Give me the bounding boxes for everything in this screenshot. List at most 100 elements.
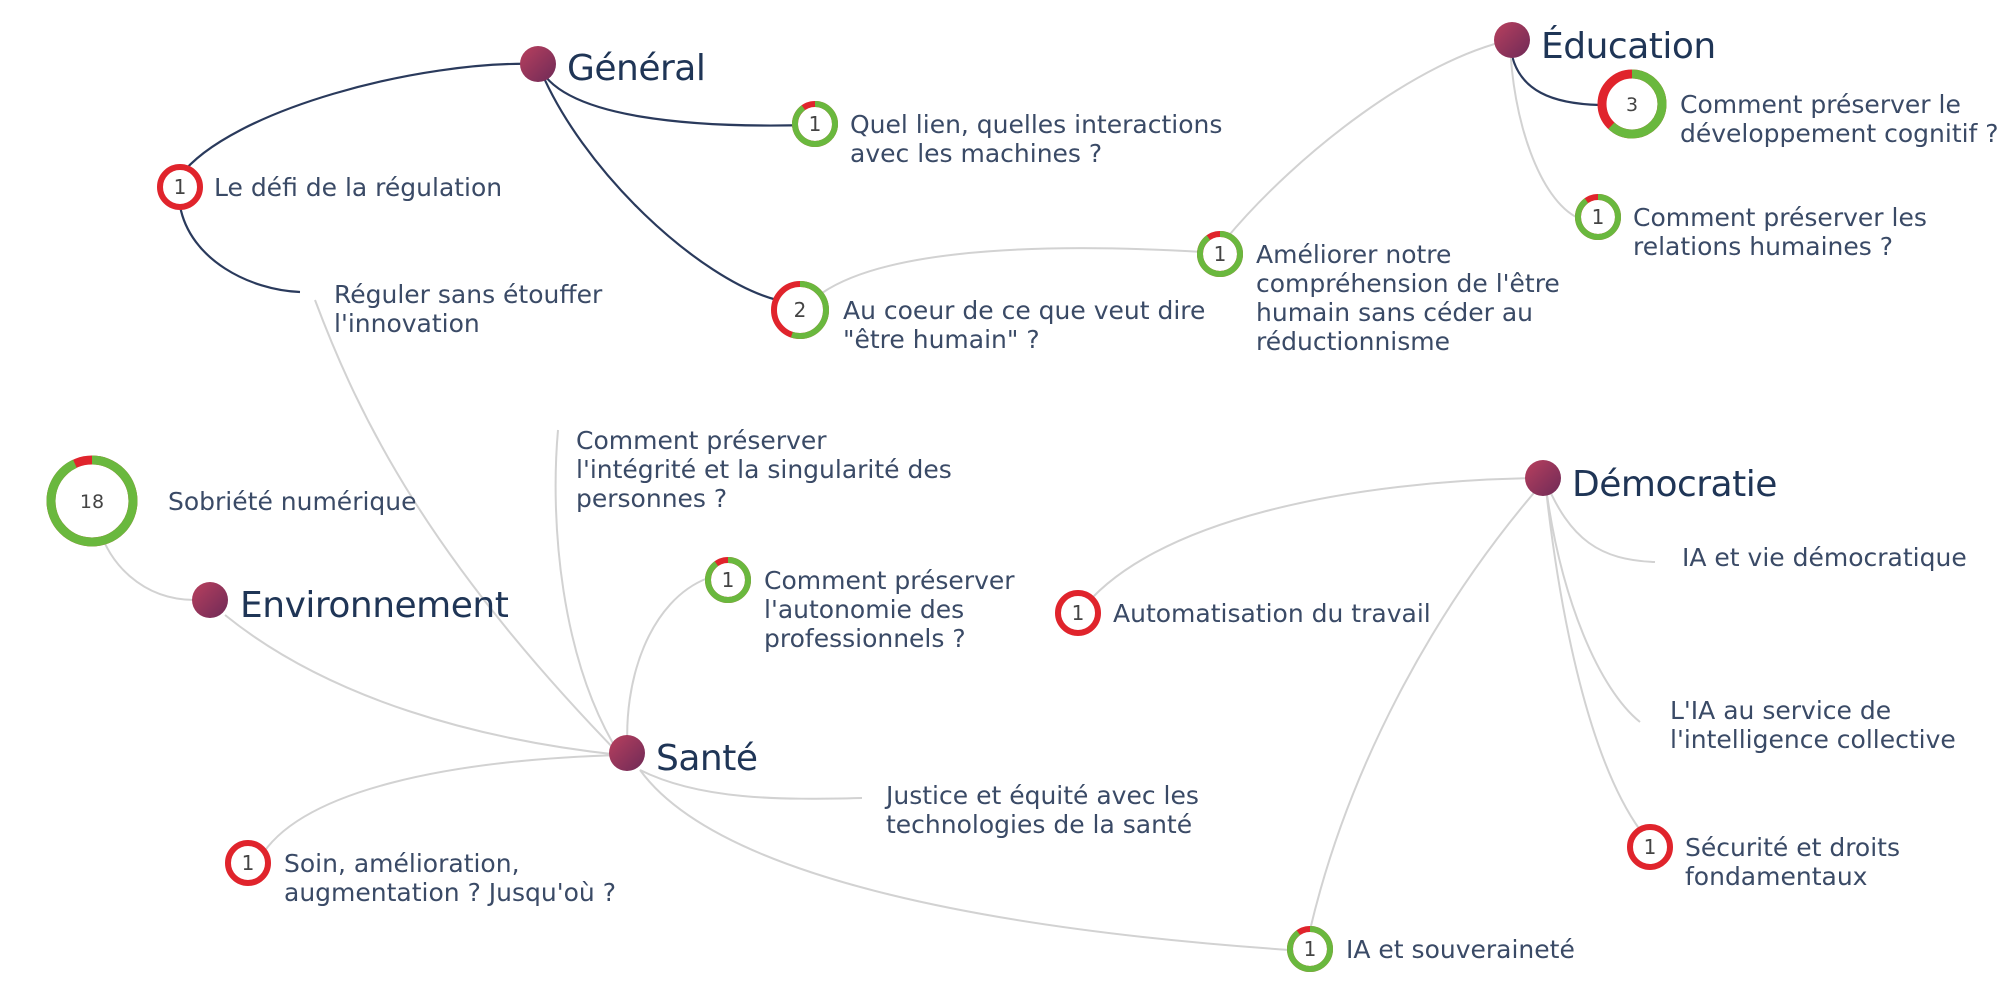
topic-souverainete[interactable]: 1 IA et souveraineté (1287, 926, 1575, 972)
topic-soin[interactable]: 1 Soin, amélioration,augmentation ? Jusqu… (225, 840, 616, 907)
vote-ring-icon: 1 (792, 101, 838, 147)
topic-coeur[interactable]: 2 Au coeur de ce que veut dire"être humai… (771, 281, 1205, 354)
connection-lines (99, 39, 1656, 951)
link-general-lien (536, 63, 811, 127)
vote-ring-icon: 3 (1597, 69, 1667, 139)
hub-general[interactable]: Général (520, 46, 706, 89)
vote-count: 1 (1072, 601, 1085, 625)
topic-label-line: augmentation ? Jusqu'où ? (284, 878, 616, 907)
vote-ring-icon: 1 (1287, 926, 1333, 972)
vote-count: 1 (174, 175, 187, 199)
topic-label: Automatisation du travail (1113, 599, 1431, 628)
hub-dot-icon (520, 46, 556, 82)
hub-democratie[interactable]: Démocratie (1525, 460, 1777, 505)
topic-label-line: IA et souveraineté (1346, 935, 1575, 964)
topic-label-line: l'intelligence collective (1670, 725, 1956, 754)
link-sante-souverainete (639, 769, 1291, 951)
topic-label: Le défi de la régulation (214, 173, 502, 202)
hub-sante[interactable]: Santé (609, 735, 758, 779)
vote-count: 1 (1644, 835, 1657, 859)
vote-count: 3 (1626, 94, 1638, 116)
topic-sobriete[interactable]: 18 Sobriété numérique (46, 455, 417, 547)
vote-count: 1 (722, 568, 735, 592)
link-education-ameliorer (1224, 39, 1511, 241)
link-sante-justice (639, 769, 863, 800)
link-general-regulation (179, 62, 539, 177)
link-coeur-ameliorer (821, 247, 1204, 294)
topic-label-line: Sécurité et droits (1685, 833, 1900, 862)
topic-label-line: l'autonomie des (764, 595, 964, 624)
hub-dot-icon (609, 735, 645, 771)
topic-label-line: l'intégrité et la singularité des (576, 455, 952, 484)
link-regulation-innovation (178, 205, 301, 294)
link-democratie-travail (1079, 477, 1544, 613)
hub-label: Santé (656, 738, 758, 779)
vote-count: 1 (1214, 242, 1227, 266)
hub-dot-icon (1525, 460, 1561, 496)
hub-label: Démocratie (1572, 464, 1777, 505)
topic-label-line: Comment préserver le (1680, 90, 1961, 119)
hub-dot-icon (1494, 22, 1530, 58)
topic-label-line: Réguler sans étouffer (334, 280, 603, 309)
link-democratie-viedemo (1544, 479, 1656, 563)
topic-regulation[interactable]: 1 Le défi de la régulation (157, 164, 502, 210)
vote-count: 18 (80, 491, 104, 513)
link-innovation-sante (314, 299, 621, 756)
vote-ring-icon: 1 (1055, 590, 1101, 636)
topic-label-line: "être humain" ? (843, 325, 1040, 354)
topic-label-line: Justice et équité avec les (884, 781, 1199, 810)
link-sante-autonomie (626, 577, 709, 756)
vote-count: 1 (242, 851, 255, 875)
hub-label: Environnement (240, 585, 509, 626)
vote-ring-icon: 1 (157, 164, 203, 210)
vote-count: 1 (809, 112, 822, 136)
topic-label-line: Comment préserver les (1633, 203, 1927, 232)
topic-label-line: Le défi de la régulation (214, 173, 502, 202)
topic-label-line: professionnels ? (764, 624, 966, 653)
vote-count: 1 (1592, 205, 1605, 229)
topic-label-line: Améliorer notre (1256, 240, 1451, 269)
topic-label-line: Comment préserver (576, 426, 827, 455)
link-environnement-sante (224, 614, 621, 756)
topic-label-line: Sobriété numérique (168, 487, 417, 516)
topic-label-line: Comment préserver (764, 566, 1015, 595)
hub-label: Général (567, 48, 705, 89)
link-education-relations (1509, 39, 1579, 219)
topic-viedemo[interactable]: IA et vie démocratique (1682, 543, 1967, 572)
topic-label-line: fondamentaux (1685, 862, 1867, 891)
hub-environnement[interactable]: Environnement (192, 582, 509, 626)
vote-ring-icon: 1 (705, 557, 751, 603)
link-general-coeur (536, 63, 778, 302)
hub-education[interactable]: Éducation (1494, 22, 1716, 67)
topic-travail[interactable]: 1 Automatisation du travail (1055, 590, 1431, 636)
link-democratie-securite (1544, 479, 1641, 831)
topic-label: IA et vie démocratique (1682, 543, 1967, 572)
topic-nodes: 1 Le défi de la régulation 1 Quel lien, que… (46, 69, 1999, 972)
topic-label-line: compréhension de l'être (1256, 269, 1560, 298)
topic-label-line: relations humaines ? (1633, 232, 1893, 261)
topic-label-line: Au coeur de ce que veut dire (843, 296, 1205, 325)
topic-label-line: Soin, amélioration, (284, 849, 520, 878)
vote-ring-icon: 2 (771, 281, 829, 339)
topic-label-line: réductionnisme (1256, 327, 1450, 356)
topic-label: Soin, amélioration,augmentation ? Jusqu'… (284, 849, 616, 907)
